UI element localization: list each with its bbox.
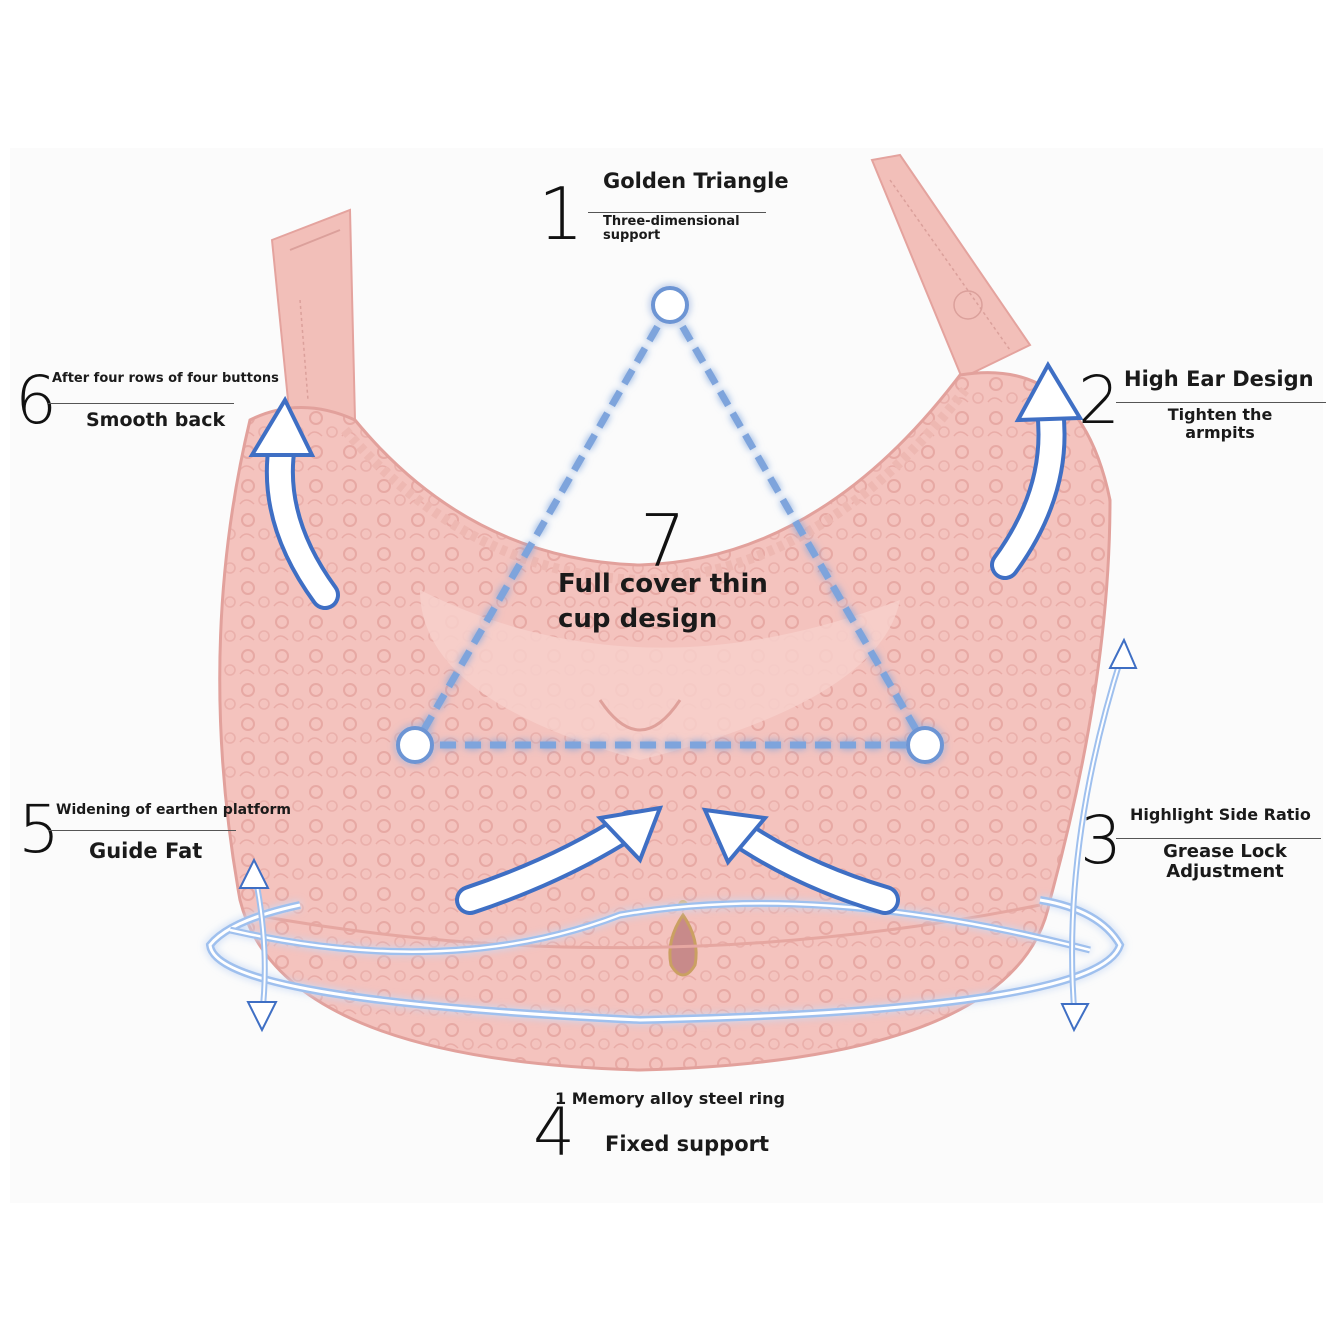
feature-6-subtitle: Smooth back <box>86 409 226 431</box>
pendant-charm <box>668 900 698 977</box>
feature-6-title: After four rows of four buttons <box>52 371 279 386</box>
feature-4-number: 4 <box>533 1094 575 1171</box>
center-mesh <box>420 590 900 760</box>
golden-triangle-graphic <box>396 286 944 764</box>
feature-5-rule <box>48 830 236 831</box>
band-ring-graphic <box>205 896 1125 1025</box>
feature-2-number: 2 <box>1078 362 1120 439</box>
feature-5-number: 5 <box>18 791 60 868</box>
right-strap <box>870 153 1032 380</box>
band-seam <box>254 903 1041 950</box>
feature-3-rule <box>1116 838 1321 839</box>
feature-4-subtitle: Fixed support <box>605 1132 770 1156</box>
feature-4-title: 1 Memory alloy steel ring <box>555 1089 785 1108</box>
feature-7-title-line1: Full cover thin <box>558 569 768 599</box>
feature-2-title: High Ear Design <box>1124 367 1314 391</box>
feature-7-title-line2: cup design <box>558 604 718 634</box>
side-lift-arrows <box>248 360 1084 610</box>
feature-5-subtitle: Guide Fat <box>89 839 203 863</box>
left-strap <box>270 208 357 421</box>
feature-5-title: Widening of earthen platform <box>56 802 291 818</box>
feature-1-title: Golden Triangle <box>603 169 789 193</box>
feature-1-rule <box>588 212 766 213</box>
feature-3-number: 3 <box>1080 802 1122 879</box>
neckline-trim <box>341 386 969 586</box>
feature-3-title: Highlight Side Ratio <box>1130 805 1311 824</box>
feature-6-number: 6 <box>15 362 57 439</box>
height-arrows <box>238 637 1138 1033</box>
feature-3-subtitle: Grease Lock Adjustment <box>1163 841 1287 882</box>
feature-6-rule <box>48 403 234 404</box>
feature-1-subtitle: Three-dimensional support <box>603 214 740 244</box>
feature-7-number: 7 <box>640 499 686 583</box>
push-up-arrows <box>455 805 900 915</box>
feature-2-rule <box>1116 402 1326 403</box>
feature-1-number: 1 <box>538 172 584 256</box>
feature-2-subtitle: Tighten the armpits <box>1167 405 1273 442</box>
